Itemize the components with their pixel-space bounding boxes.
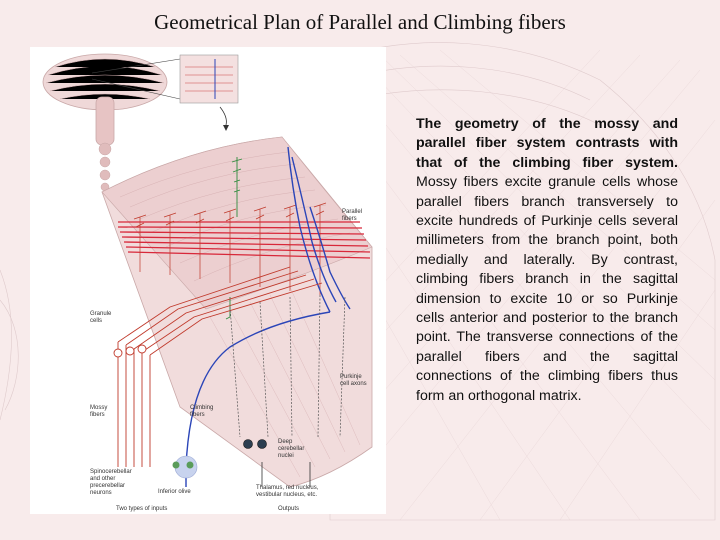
deep-nuclei-cells [243,439,267,449]
granule-cell-tracts [117,266,323,467]
output-arrows [261,462,311,487]
parallel-fibers [117,221,371,259]
purkinje-axons [229,294,346,438]
cerebellum-inset [42,53,239,192]
label-inferior-olive: Inferior olive [158,489,191,495]
slide-title: Geometrical Plan of Parallel and Climbin… [154,10,566,34]
purkinje-cells-green [225,157,243,320]
label-granule-cells: Granule cells [90,311,112,324]
cortex-slab [101,136,373,488]
label-parallel-fibers: Parallel fibers [342,209,363,222]
description-paragraph: The geometry of the mossy and parallel f… [416,115,678,406]
label-two-types-of-inputs: Two types of inputs [116,506,168,512]
inferior-olive-cells [172,455,198,479]
label-mossy-fibers: Mossy fibers [90,405,108,418]
label-purkinje-cell-axons: Purkinje cell axons [340,374,367,387]
label-thalamus-outputs: Thalamus, red nucleus, vestibular nucleu… [256,485,319,498]
label-deep-cerebellar-nuclei: Deep cerebellar nuclei [278,439,305,459]
cerebellum-figure: Parallel fibers Granule cells Purkinje c… [30,47,386,514]
granule-cell-bodies [113,344,147,358]
purkinje-cells-red [133,202,327,295]
label-spinocerebellar-neurons: Spinocerebellar and other precerebellar … [90,469,132,496]
description-body: Mossy fibers excite granule cells whose … [416,174,678,404]
label-climbing-fibers: Climbing fibers [190,405,214,418]
climbing-fibers [185,146,351,487]
cerebellum-diagram [42,53,373,488]
label-outputs: Outputs [278,506,300,512]
description-bold-lead: The geometry of the mossy and parallel f… [416,116,678,171]
